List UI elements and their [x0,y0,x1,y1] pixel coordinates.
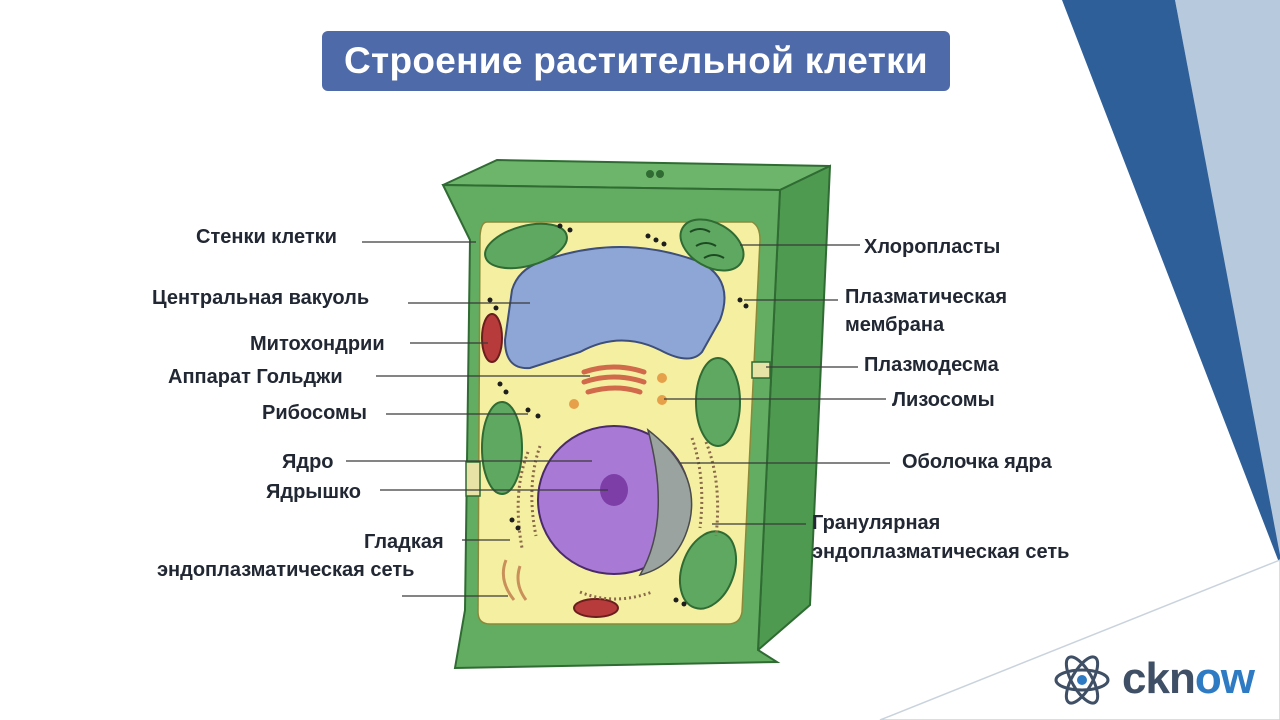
label-plasma-membrane-line1: Плазматическая [845,286,1008,308]
cknow-logo: cknow [1052,650,1268,710]
label-plasmodesma: Плазмодесма [864,354,999,376]
lysosome [657,373,667,383]
label-chloroplasts: Хлоропласты [864,236,1001,258]
wall-pore [646,170,654,178]
plasmodesma-right [751,361,771,379]
plasmodesma-left [465,461,481,497]
label-nucleus: Ядро [282,451,334,473]
central-vacuole [503,246,726,370]
label-ribosomes: Рибосомы [262,402,367,424]
leader-lines [346,241,890,597]
paper-corner [879,559,1280,720]
page-title: Строение растительной клетки [322,31,950,91]
chloroplast [484,222,568,270]
chloroplast [678,530,738,610]
mitochondrion [573,598,619,618]
chloroplast [695,357,741,447]
label-cell-walls: Стенки клетки [196,226,337,248]
label-mitochondria: Митохондрии [250,333,385,355]
nucleolus [600,474,628,506]
logo-text-suffix: ow [1194,654,1255,703]
lysosome [569,399,579,409]
nuclear-envelope [638,428,693,577]
smooth-er [501,559,528,601]
label-lysosomes: Лизосомы [892,389,995,411]
logo-text: cknow [1122,654,1255,704]
dark-blue-stripe [1062,0,1280,565]
label-rough-er-line2: эндоплазматическая сеть [812,541,1070,563]
label-nuclear-envelope: Оболочка ядра [902,451,1052,473]
label-central-vacuole: Центральная вакуоль [152,287,370,309]
golgi-apparatus [581,364,647,395]
logo-text-prefix: ckn [1122,654,1196,703]
label-smooth-er-line1: Гладкая [364,531,444,553]
lysosome [657,395,667,405]
label-rough-er-line1: Гранулярная [812,512,941,534]
label-plasma-membrane-line2: мембрана [845,314,945,336]
mitochondrion [481,313,503,363]
label-nucleolus: Ядрышко [266,481,361,503]
atom-icon [1054,655,1110,705]
ribosomes [487,223,749,607]
label-smooth-er-line2: эндоплазматическая сеть [157,559,415,581]
chloroplast [481,401,523,495]
label-golgi: Аппарат Гольджи [168,366,343,388]
